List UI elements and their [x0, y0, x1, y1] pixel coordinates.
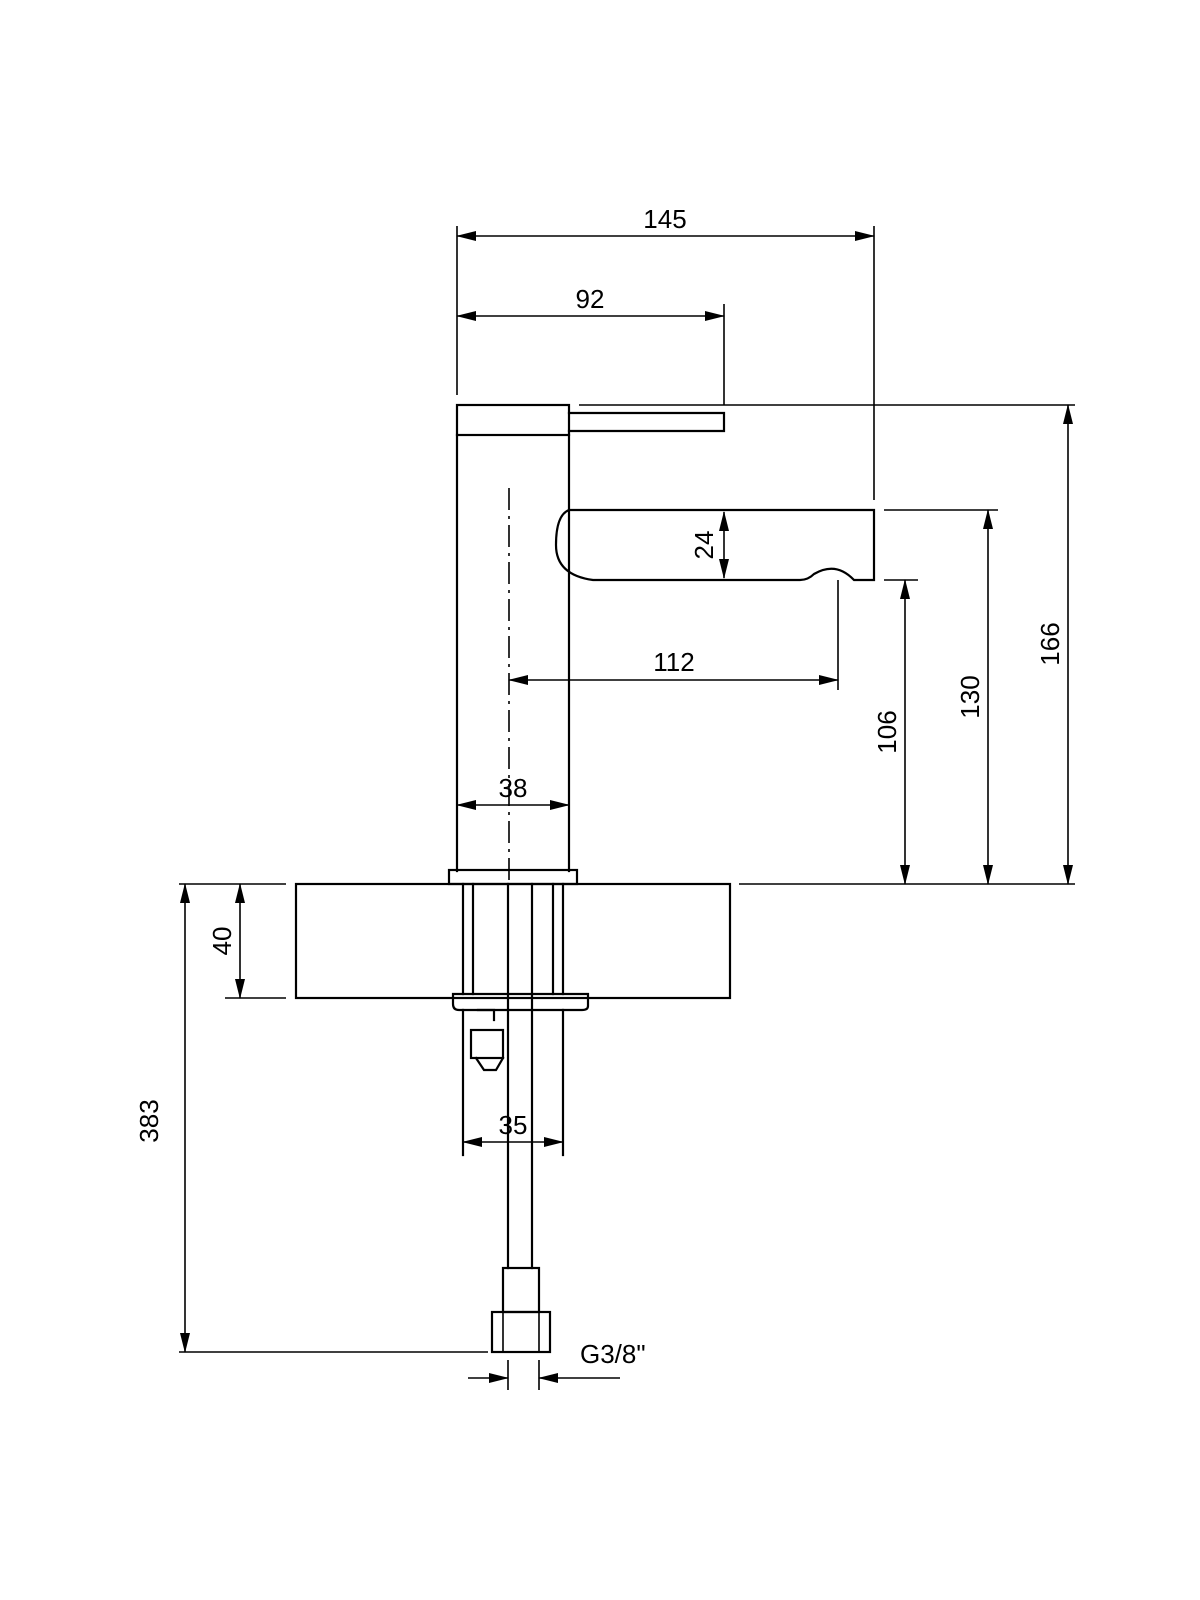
- dim-label-hose-length: 383: [134, 1099, 164, 1142]
- dim-label-shank-diameter: 35: [499, 1110, 528, 1140]
- dim-label-spout-projection: 112: [653, 647, 694, 677]
- dim-label-body-diameter: 38: [499, 773, 528, 803]
- dim-label-outlet-height: 106: [872, 710, 902, 753]
- dim-label-deck-thickness: 40: [207, 927, 237, 956]
- dim-label-total-height: 166: [1035, 622, 1065, 665]
- mounting-shank: [451, 882, 590, 1157]
- dim-label-overall-reach: 145: [643, 204, 686, 234]
- flexible-hose: [490, 882, 552, 1354]
- dim-label-spout-height: 24: [689, 531, 719, 560]
- faucet-body: [447, 403, 876, 886]
- dim-label-lever-reach: 92: [576, 284, 605, 314]
- dim-label-spout-top-height: 130: [955, 675, 985, 718]
- extension-lines: [179, 226, 1075, 1390]
- deck-plate: [294, 882, 732, 1000]
- dim-label-thread-size: G3/8": [580, 1339, 646, 1369]
- dimension-labels: 145 92 24 112 38 106 130 166 40 383 35 G…: [134, 204, 1065, 1369]
- dimension-lines: [180, 231, 1073, 1383]
